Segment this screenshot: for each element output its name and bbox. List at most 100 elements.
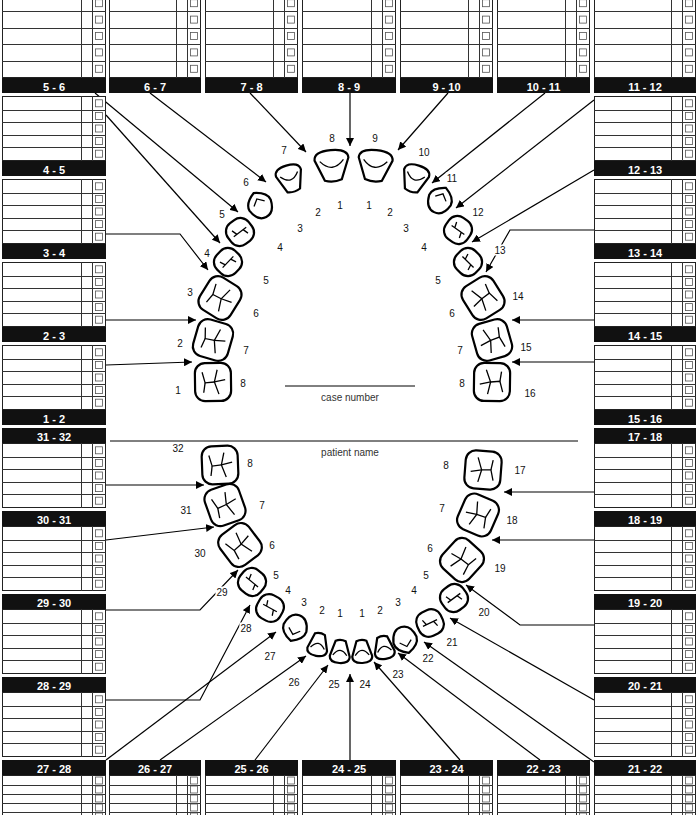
grid-checkbox xyxy=(96,497,103,504)
tooth-number: 1 xyxy=(336,200,344,211)
grid-column-line xyxy=(682,0,683,78)
grid-checkbox xyxy=(191,65,198,72)
label-bar: 19 - 20 xyxy=(594,594,696,609)
grid-checkbox xyxy=(686,0,693,7)
label-bar: 28 - 29 xyxy=(2,677,106,692)
grid-border xyxy=(303,0,396,78)
grid-column-line xyxy=(92,262,93,327)
tooth-outline xyxy=(464,450,503,491)
grid-column-line xyxy=(273,775,274,815)
tooth-number: 32 xyxy=(171,443,184,454)
tooth-number: 31 xyxy=(179,505,192,516)
grid-column-line xyxy=(671,0,672,78)
tooth-outline xyxy=(190,317,235,363)
chart-box: 15 - 16 xyxy=(594,345,696,425)
chart-box: 28 - 29 xyxy=(2,677,106,757)
tooth-fissure xyxy=(471,469,482,472)
grid-row-line xyxy=(2,276,106,277)
tooth-outline xyxy=(222,214,258,250)
grid-column-line xyxy=(92,0,93,78)
chart-box: 4 - 5 xyxy=(2,96,106,176)
label-bar: 20 - 21 xyxy=(594,677,696,692)
chart-grid xyxy=(594,96,696,161)
tooth-fissure xyxy=(458,252,477,271)
tooth-ridge xyxy=(355,650,369,656)
box-label: 20 - 21 xyxy=(628,680,662,692)
leader-line xyxy=(486,230,594,272)
grid-row-line xyxy=(594,648,696,649)
grid-column-line xyxy=(671,345,672,410)
tooth-fissure xyxy=(490,381,502,392)
tooth-ridge xyxy=(252,196,265,206)
tooth-number: 12 xyxy=(471,207,484,218)
grid-column-line xyxy=(382,775,383,815)
tooth-number: 26 xyxy=(287,677,300,688)
tooth-fissure xyxy=(454,558,470,574)
chart-box: 6 - 7 xyxy=(109,0,201,93)
grid-row-line xyxy=(594,812,696,813)
grid-row-line xyxy=(2,635,106,636)
grid-column-line xyxy=(671,262,672,327)
leader-line xyxy=(398,653,540,760)
chart-grid xyxy=(109,775,201,815)
tooth-number: 7 xyxy=(280,145,288,156)
grid-checkbox xyxy=(96,304,103,311)
grid-row-line xyxy=(2,494,106,495)
tooth-outline xyxy=(436,580,472,616)
tooth xyxy=(329,639,350,663)
chart-box: 17 - 18 xyxy=(594,428,696,508)
tooth-fissure xyxy=(212,495,227,509)
label-bar: 10 - 11 xyxy=(497,78,590,93)
chart-grid xyxy=(594,609,696,674)
tooth-ridge xyxy=(320,159,344,168)
grid-checkbox xyxy=(96,399,103,406)
label-bar: 31 - 32 xyxy=(2,428,106,443)
tooth-number: 22 xyxy=(421,653,434,664)
grid-checkbox xyxy=(386,65,393,72)
grid-checkbox xyxy=(288,16,295,23)
grid-checkbox xyxy=(686,625,693,632)
grid-checkbox xyxy=(96,138,103,145)
tooth xyxy=(195,272,246,323)
tooth-number: 5 xyxy=(422,570,430,581)
grid-row-line xyxy=(2,359,106,360)
leader-line xyxy=(106,632,276,760)
tooth-outline xyxy=(351,639,372,663)
tooth-number: 4 xyxy=(276,242,284,253)
write-in-line xyxy=(110,441,578,442)
tooth-number: 25 xyxy=(327,679,340,690)
box-label: 2 - 3 xyxy=(43,330,65,342)
grid-checkbox xyxy=(686,555,693,562)
grid-column-line xyxy=(682,526,683,591)
grid-checkbox xyxy=(686,734,693,741)
tooth-number: 19 xyxy=(493,563,506,574)
tooth-number: 9 xyxy=(371,133,379,144)
grid-checkbox xyxy=(288,65,295,72)
grid-row-line xyxy=(2,794,106,795)
tooth-fissure xyxy=(202,372,214,383)
grid-row-line xyxy=(594,803,696,804)
grid-row-line xyxy=(594,731,696,732)
tooth-fissure xyxy=(480,382,491,384)
tooth-ridge xyxy=(406,172,425,183)
grid-checkbox xyxy=(386,49,393,56)
chart-box: 31 - 32 xyxy=(2,428,106,508)
tooth-number: 4 xyxy=(410,585,418,596)
tooth-number: 24 xyxy=(358,679,371,690)
grid-checkbox xyxy=(483,786,490,793)
grid-column-line xyxy=(81,775,82,815)
grid-row-line xyxy=(594,623,696,624)
grid-row-line xyxy=(2,718,106,719)
box-label: 25 - 26 xyxy=(234,763,268,775)
grid-border xyxy=(595,0,696,78)
grid-row-line xyxy=(2,384,106,385)
chart-grid xyxy=(2,96,106,161)
leader-line xyxy=(349,674,350,760)
tooth xyxy=(314,148,351,183)
grid-checkbox xyxy=(386,786,393,793)
grid-checkbox xyxy=(686,542,693,549)
grid-checkbox xyxy=(96,721,103,728)
grid-column-line xyxy=(468,0,469,78)
tooth-outline xyxy=(458,272,509,323)
grid-border xyxy=(110,0,201,78)
